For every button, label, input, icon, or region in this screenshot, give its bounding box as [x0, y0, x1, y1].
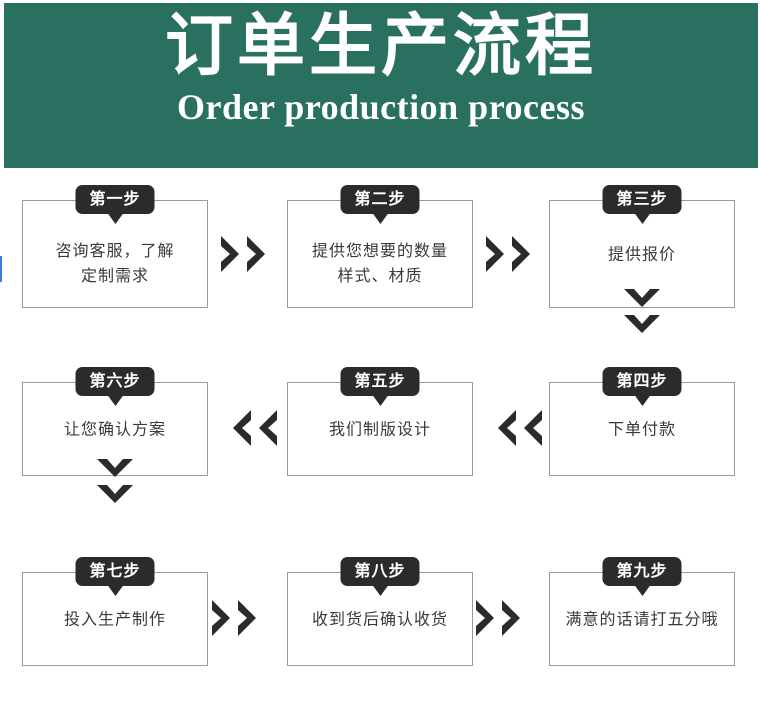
step-text-3: 提供报价 [607, 244, 676, 264]
step-card-7[interactable]: 第七步 投入生产制作 [22, 557, 208, 666]
arrow-step1-to-step2 [218, 234, 270, 274]
chevron-down-icon [622, 312, 662, 338]
step-text-6: 让您确认方案 [63, 419, 166, 439]
step-badge-8: 第八步 [340, 557, 420, 586]
chevron-left-icon [228, 408, 254, 448]
step-card-2[interactable]: 第二步 提供您想要的数量样式、材质 [287, 185, 473, 308]
step-badge-4: 第四步 [602, 367, 682, 396]
step-text-8: 收到货后确认收货 [311, 609, 448, 629]
process-flowchart: 第一步 咨询客服，了解定制需求 第二步 提供您想要的数量样式、材质 [0, 168, 760, 706]
chevron-right-icon [509, 234, 535, 274]
header-banner: 订单生产流程 Order production process [4, 3, 758, 168]
chevron-right-icon [483, 234, 509, 274]
chevron-left-icon [519, 408, 545, 448]
arrow-step8-to-step9 [473, 598, 525, 638]
step-text-5: 我们制版设计 [328, 419, 431, 439]
chevron-left-icon [254, 408, 280, 448]
chevron-down-icon [95, 456, 135, 482]
chevron-right-icon [473, 598, 499, 638]
step-card-5[interactable]: 第五步 我们制版设计 [287, 367, 473, 476]
chevron-right-icon [218, 234, 244, 274]
arrow-step5-to-step6 [228, 408, 280, 448]
arrow-step4-to-step5 [493, 408, 545, 448]
step-badge-1: 第一步 [75, 185, 155, 214]
step-card-1[interactable]: 第一步 咨询客服，了解定制需求 [22, 185, 208, 308]
banner-subtitle-english: Order production process [176, 87, 586, 128]
step-badge-6: 第六步 [75, 367, 155, 396]
step-badge-9: 第九步 [602, 557, 682, 586]
step-card-4[interactable]: 第四步 下单付款 [549, 367, 735, 476]
step-badge-5: 第五步 [340, 367, 420, 396]
chevron-down-icon [622, 286, 662, 312]
arrow-step7-to-step8 [209, 598, 261, 638]
chevron-right-icon [499, 598, 525, 638]
arrow-step3-to-step4 [622, 286, 662, 338]
chevron-right-icon [209, 598, 235, 638]
step-text-9: 满意的话请打五分哦 [565, 609, 719, 629]
step-badge-3: 第三步 [602, 185, 682, 214]
step-text-7: 投入生产制作 [63, 609, 166, 629]
chevron-down-icon [95, 482, 135, 508]
step-text-2: 提供您想要的数量样式、材质 [311, 241, 448, 285]
step-card-8[interactable]: 第八步 收到货后确认收货 [287, 557, 473, 666]
banner-title-chinese: 订单生产流程 [164, 7, 597, 86]
chevron-right-icon [235, 598, 261, 638]
step-card-9[interactable]: 第九步 满意的话请打五分哦 [549, 557, 735, 666]
step-badge-2: 第二步 [340, 185, 420, 214]
step-card-3[interactable]: 第三步 提供报价 [549, 185, 735, 308]
step-badge-7: 第七步 [75, 557, 155, 586]
step-text-4: 下单付款 [607, 419, 676, 439]
step-card-6[interactable]: 第六步 让您确认方案 [22, 367, 208, 476]
step-text-1: 咨询客服，了解定制需求 [55, 241, 175, 285]
arrow-step6-to-step7 [95, 456, 135, 508]
chevron-right-icon [244, 234, 270, 274]
chevron-left-icon [493, 408, 519, 448]
left-edge-artifact [0, 256, 2, 282]
arrow-step2-to-step3 [483, 234, 535, 274]
